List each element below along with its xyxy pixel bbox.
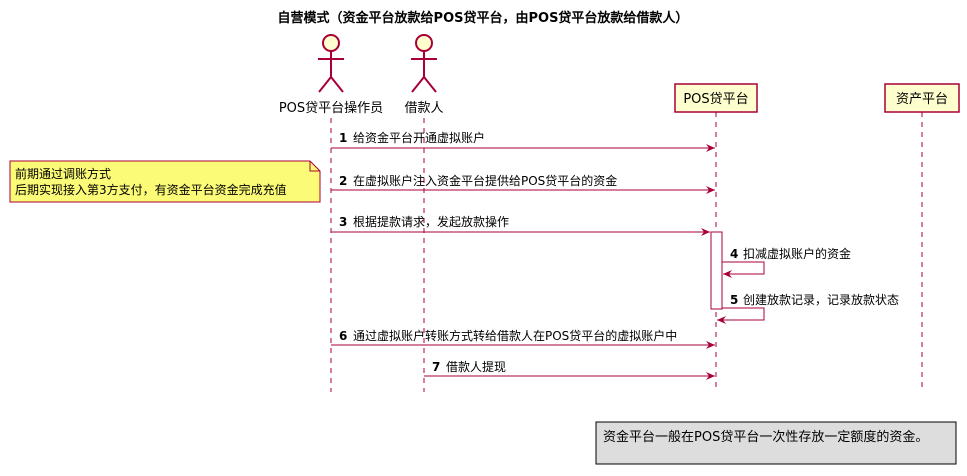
message-arrow — [722, 261, 765, 278]
message-number: 2 — [339, 174, 347, 188]
actor-borrower: 借款人 — [404, 34, 444, 116]
message-arrow — [717, 307, 765, 324]
message-number: 6 — [339, 329, 347, 343]
message-label: 扣减虚拟账户的资金 — [743, 246, 851, 261]
note-line-2: 后期实现接入第3方支付，有资金平台资金完成充值 — [15, 182, 287, 197]
message-5: 5 创建放款记录，记录放款状态 — [717, 292, 899, 324]
participant-fund: 资产平台 — [884, 83, 960, 113]
diagram-title: 自营模式（资金平台放款给POS贷平台，由POS贷平台放款给借款人） — [278, 10, 689, 26]
message-3: 3 根据提款请求，发起放款操作 — [331, 214, 710, 236]
message-7: 7 借款人提现 — [424, 359, 715, 380]
message-number: 3 — [339, 215, 347, 229]
actor-operator: POS贷平台操作员 — [279, 34, 383, 116]
message-number: 1 — [339, 131, 347, 145]
legend-text: 资金平台一般在POS贷平台一次性存放一定额度的资金。 — [603, 429, 928, 445]
message-label: 给资金平台开通虚拟账户 — [353, 130, 485, 145]
message-number: 5 — [730, 293, 738, 307]
message-label: 创建放款记录，记录放款状态 — [743, 292, 899, 307]
message-6: 6 通过虚拟账户转账方式转给借款人在POS贷平台的虚拟账户中 — [331, 328, 715, 349]
participant-pos: POS贷平台 — [674, 83, 758, 113]
message-label: 在虚拟账户注入资金平台提供给POS贷平台的资金 — [353, 173, 617, 188]
message-1: 1 给资金平台开通虚拟账户 — [331, 130, 715, 152]
message-label: 通过虚拟账户转账方式转给借款人在POS贷平台的虚拟账户中 — [353, 328, 677, 343]
actor-figure-icon — [411, 34, 437, 93]
message-label: 根据提款请求，发起放款操作 — [353, 214, 509, 229]
note-line-1: 前期通过调账方式 — [15, 166, 111, 181]
actor-label-operator: POS贷平台操作员 — [279, 100, 383, 116]
legend-box: 资金平台一般在POS贷平台一次性存放一定额度的资金。 — [595, 421, 957, 465]
actor-label-borrower: 借款人 — [404, 101, 443, 116]
message-2: 2 在虚拟账户注入资金平台提供给POS贷平台的资金 — [331, 173, 715, 194]
participant-label-pos: POS贷平台 — [683, 92, 748, 107]
activation-bar-pos — [710, 231, 723, 310]
message-4: 4 扣减虚拟账户的资金 — [722, 246, 851, 278]
message-number: 4 — [730, 247, 738, 261]
note: 前期通过调账方式 后期实现接入第3方支付，有资金平台资金完成充值 — [9, 160, 321, 203]
participant-label-fund: 资产平台 — [896, 92, 948, 107]
actor-figure-icon — [318, 34, 344, 93]
message-label: 借款人提现 — [446, 359, 506, 374]
message-number: 7 — [432, 360, 440, 374]
